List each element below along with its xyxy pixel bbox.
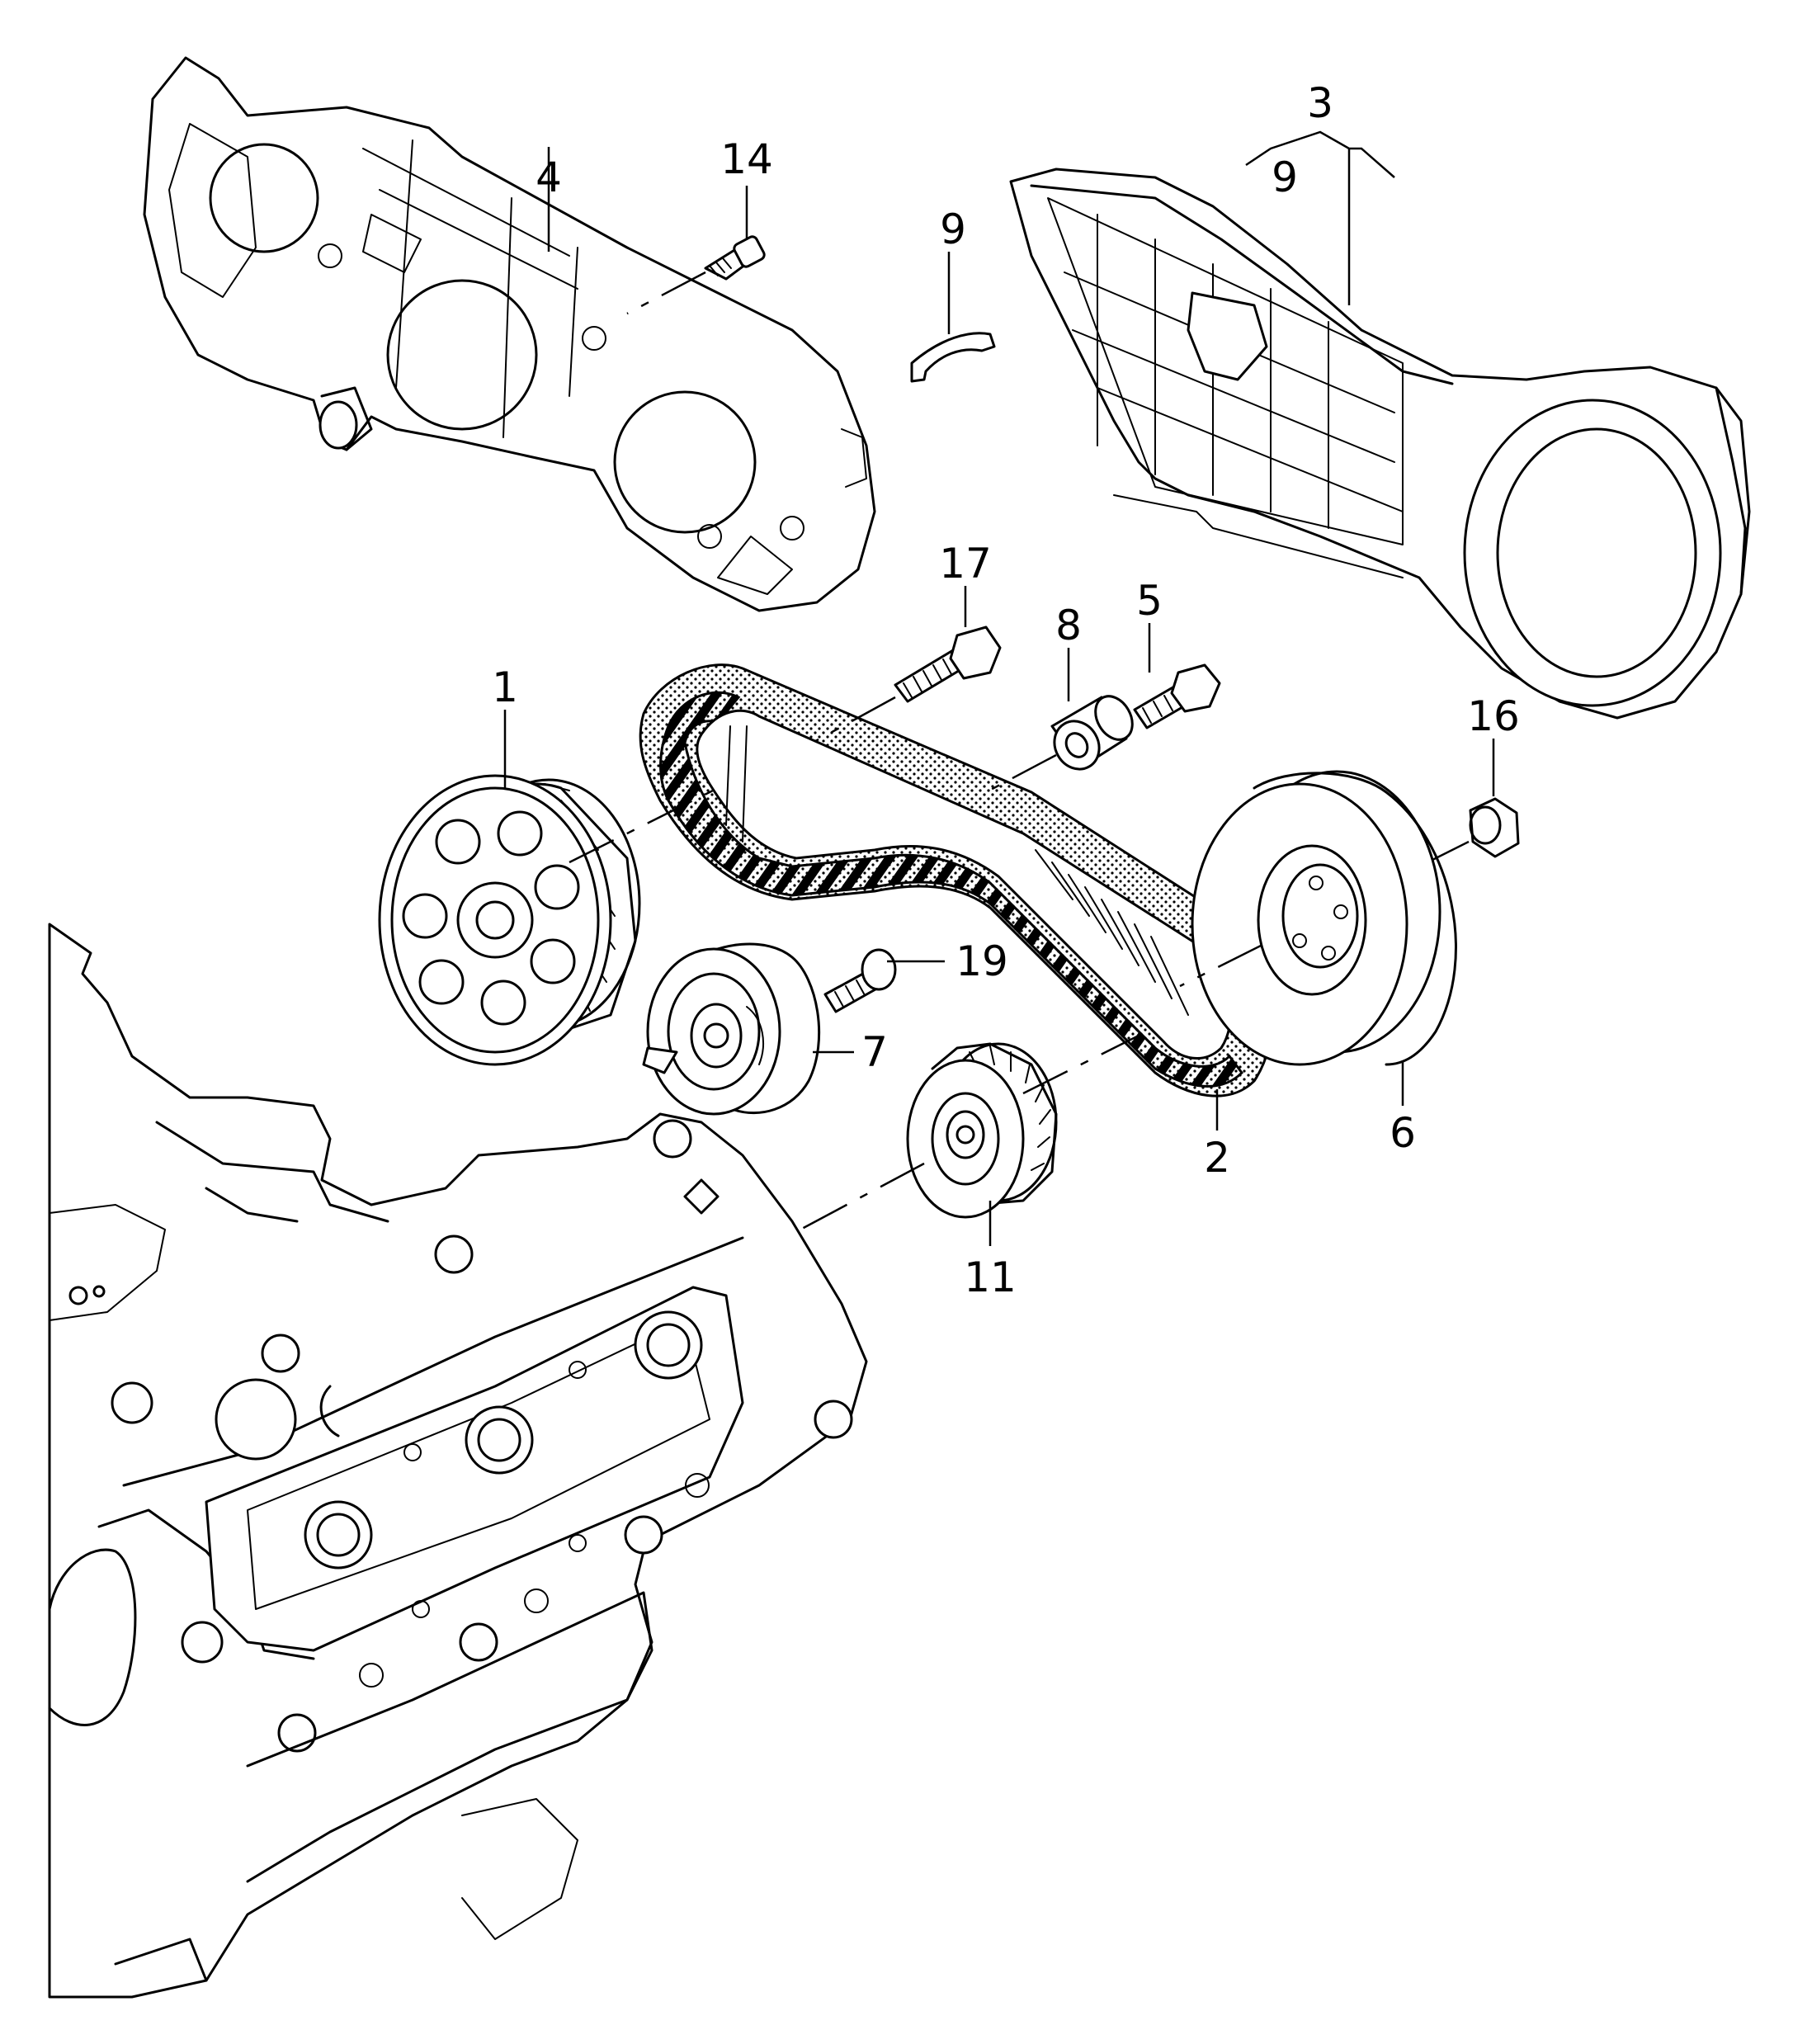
callout-3: 3 (1307, 79, 1333, 127)
callout-8: 8 (1055, 602, 1082, 649)
callout-19: 19 (955, 937, 1008, 985)
callout-6: 6 (1390, 1109, 1416, 1157)
callout-7: 7 (861, 1028, 888, 1076)
leader-lines (503, 130, 1495, 1246)
engine-block (48, 923, 868, 1999)
vibration-damper-6 (1179, 770, 1457, 1066)
callout-3-sub-9: 9 (1272, 153, 1298, 201)
tensioner-roller-7 (642, 942, 821, 1116)
callout-1: 1 (492, 663, 518, 711)
callout-16: 16 (1467, 692, 1520, 740)
callout-2: 2 (1204, 1134, 1230, 1182)
bolt-19 (823, 948, 897, 1013)
callout-14: 14 (720, 135, 773, 183)
callout-5: 5 (1136, 577, 1163, 625)
retaining-clip-9 (910, 332, 996, 383)
timing-belt-cover-3 (1009, 168, 1751, 720)
camshaft-sprocket-1 (378, 753, 785, 1066)
crankshaft-sprocket-11 (800, 1034, 1139, 1231)
timing-belt-2 (639, 663, 1274, 1098)
bolt-14 (626, 235, 766, 315)
bolt-5 (1133, 663, 1221, 729)
spacer-sleeve-8 (985, 695, 1134, 794)
callout-9: 9 (940, 205, 966, 253)
callout-labels: 1 2 3 9 4 5 6 7 8 9 11 14 16 17 19 (492, 79, 1520, 1301)
callout-17: 17 (939, 540, 992, 588)
callout-4: 4 (536, 153, 562, 201)
callout-11: 11 (964, 1253, 1017, 1301)
rear-timing-cover (143, 56, 876, 612)
